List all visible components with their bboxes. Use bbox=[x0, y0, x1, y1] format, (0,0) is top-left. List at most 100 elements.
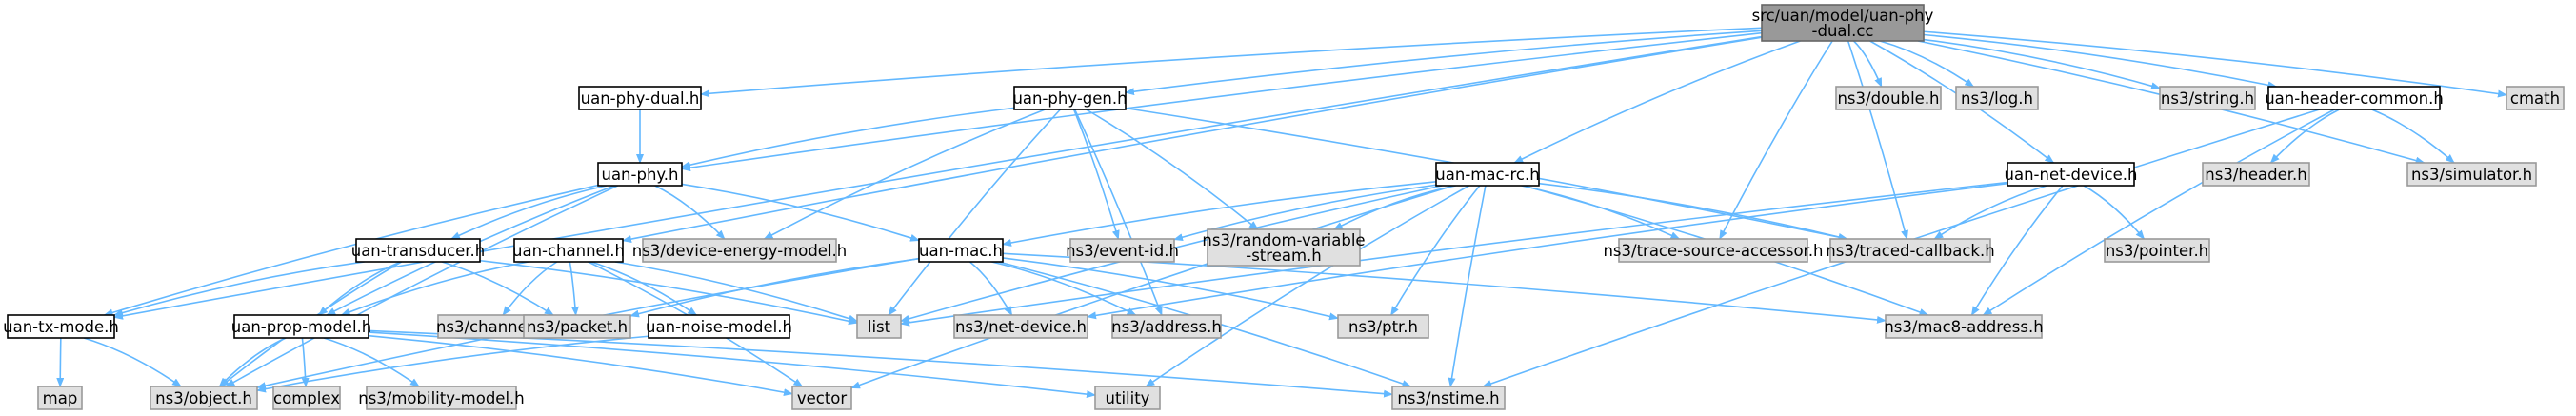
node-map: map bbox=[37, 386, 83, 410]
node-ns3-mobility: ns3/mobility-model.h bbox=[358, 386, 525, 410]
edge-uan-phy-to-uan-tx-mode bbox=[103, 184, 599, 317]
node-uan-noise-model[interactable]: uan-noise-model.h bbox=[646, 314, 792, 339]
node-uan-phy-gen[interactable]: uan-phy-gen.h bbox=[1012, 86, 1128, 110]
node-label: list bbox=[868, 318, 891, 336]
edge-uan-net-device-to-list bbox=[900, 181, 2008, 327]
node-label: ns3/nstime.h bbox=[1397, 389, 1499, 407]
edge-uan-prop-model-to-ns3-nstime bbox=[368, 329, 1393, 398]
node-uan-phy[interactable]: uan-phy.h bbox=[597, 162, 683, 187]
edge-uan-phy-to-uan-transducer bbox=[450, 185, 608, 240]
edge-uan-prop-model-to-ns3-mobility bbox=[323, 337, 420, 387]
edge-root-to-uan-header-common bbox=[1923, 33, 2278, 89]
edge-uan-phy-gen-to-list bbox=[888, 109, 1062, 316]
node-box bbox=[1761, 4, 1925, 42]
node-label: uan-phy.h bbox=[601, 166, 678, 184]
edge-uan-prop-model-to-utility bbox=[368, 331, 1096, 399]
node-ns3-simulator: ns3/simulator.h bbox=[2406, 162, 2537, 187]
node-box bbox=[2506, 86, 2565, 110]
node-ns3-packet: ns3/packet.h bbox=[523, 314, 631, 339]
node-box bbox=[918, 238, 1004, 263]
node-label: -dual.cc bbox=[1812, 22, 1874, 40]
node-label: uan-phy-gen.h bbox=[1012, 89, 1127, 108]
node-ns3-traced-cb: ns3/traced-callback.h bbox=[1826, 238, 1995, 263]
node-utility: utility bbox=[1094, 386, 1161, 410]
node-ns3-random-var: ns3/random-variable-stream.h bbox=[1202, 228, 1366, 267]
node-label: uan-noise-model.h bbox=[646, 318, 792, 336]
edge-uan-mac-rc-to-vector bbox=[850, 185, 1454, 389]
node-label: uan-mac.h bbox=[919, 242, 1003, 260]
node-box bbox=[7, 314, 115, 339]
nodes-layer: src/uan/model/uan-phy-dual.cc uan-phy-dua… bbox=[3, 4, 2565, 410]
node-label: ns3/random-variable bbox=[1202, 231, 1365, 249]
node-box bbox=[37, 386, 83, 410]
edge-root-to-uan-tx-mode bbox=[113, 35, 1763, 320]
edge-uan-mac-to-ns3-net-device bbox=[968, 261, 1013, 316]
node-vector: vector bbox=[791, 386, 852, 410]
node-uan-mac-rc[interactable]: uan-mac-rc.h bbox=[1435, 162, 1540, 187]
node-uan-phy-dual[interactable]: uan-phy-dual.h bbox=[578, 86, 702, 110]
node-label: uan-header-common.h bbox=[2265, 89, 2444, 108]
node-box bbox=[1435, 162, 1540, 187]
node-ns3-double: ns3/double.h bbox=[1835, 86, 1942, 110]
edge-uan-net-device-to-ns3-pointer bbox=[2083, 185, 2146, 240]
node-box bbox=[523, 314, 631, 339]
node-box bbox=[642, 238, 837, 263]
node-uan-channel[interactable]: uan-channel.h bbox=[512, 238, 625, 263]
edge-uan-mac-to-ns3-address bbox=[991, 261, 1137, 316]
node-box bbox=[366, 386, 517, 410]
node-label: ns3/pointer.h bbox=[2106, 242, 2208, 260]
edge-root-to-ns3-traced-cb bbox=[1847, 40, 1908, 240]
node-ns3-ptr: ns3/ptr.h bbox=[1337, 314, 1429, 339]
node-box bbox=[1829, 238, 1991, 263]
node-box bbox=[355, 238, 481, 263]
edge-uan-transducer-to-ns3-packet bbox=[441, 261, 554, 316]
node-uan-transducer[interactable]: uan-transducer.h bbox=[351, 238, 486, 263]
edge-uan-mac-rc-to-ns3-nstime bbox=[1448, 185, 1487, 387]
node-label: ns3/object.h bbox=[155, 389, 252, 407]
node-label: ns3/ptr.h bbox=[1348, 318, 1418, 336]
edge-root-to-ns3-string bbox=[1923, 38, 2161, 90]
edge-uan-phy-gen-to-uan-phy bbox=[681, 107, 1015, 169]
edge-uan-tx-mode-to-ns3-object bbox=[83, 337, 182, 387]
node-box bbox=[1885, 314, 2043, 339]
node-uan-net-device[interactable]: uan-net-device.h bbox=[2005, 162, 2138, 187]
node-label: map bbox=[43, 389, 78, 407]
edge-root-to-uan-phy-dual bbox=[700, 27, 1763, 98]
edge-root-to-cmath bbox=[1923, 30, 2507, 98]
node-ns3-net-device: ns3/net-device.h bbox=[953, 314, 1088, 339]
node-label: ns3/event-id.h bbox=[1066, 242, 1179, 260]
node-ns3-nstime: ns3/nstime.h bbox=[1391, 386, 1506, 410]
node-label: cmath bbox=[2510, 89, 2560, 108]
node-box bbox=[597, 162, 683, 187]
node-box bbox=[856, 314, 902, 339]
node-label: uan-transducer.h bbox=[351, 242, 486, 260]
node-label: -stream.h bbox=[1246, 247, 1321, 265]
node-root[interactable]: src/uan/model/uan-phy-dual.cc bbox=[1752, 4, 1934, 42]
node-uan-header-common[interactable]: uan-header-common.h bbox=[2265, 86, 2444, 110]
node-label: uan-channel.h bbox=[512, 242, 625, 260]
edge-root-to-ns3-double bbox=[1852, 40, 1883, 88]
node-label: ns3/double.h bbox=[1837, 89, 1939, 108]
edge-uan-channel-to-ns3-packet bbox=[569, 261, 579, 316]
node-box bbox=[513, 238, 624, 263]
edge-uan-mac-to-ns3-packet bbox=[629, 257, 920, 318]
node-box bbox=[1337, 314, 1429, 339]
edge-uan-transducer-to-list bbox=[479, 259, 858, 326]
node-ns3-log: ns3/log.h bbox=[1955, 86, 2039, 110]
node-ns3-object: ns3/object.h bbox=[150, 386, 258, 410]
node-box bbox=[150, 386, 258, 410]
node-uan-prop-model[interactable]: uan-prop-model.h bbox=[231, 314, 371, 339]
edge-uan-channel-to-uan-noise-model bbox=[590, 261, 698, 316]
node-box bbox=[1955, 86, 2039, 110]
node-ns3-event-id: ns3/event-id.h bbox=[1066, 238, 1179, 263]
node-uan-tx-mode[interactable]: uan-tx-mode.h bbox=[3, 314, 119, 339]
node-ns3-header: ns3/header.h bbox=[2202, 162, 2310, 187]
edge-uan-header-common-to-ns3-mac8 bbox=[1982, 109, 2335, 316]
edge-uan-tx-mode-to-map bbox=[56, 337, 65, 387]
node-uan-mac[interactable]: uan-mac.h bbox=[918, 238, 1004, 263]
node-ns3-trace-source: ns3/trace-source-accessor.h bbox=[1603, 238, 1824, 263]
edge-uan-phy-gen-to-ns3-event-id bbox=[1072, 109, 1120, 240]
node-box bbox=[578, 86, 702, 110]
node-box bbox=[2104, 238, 2210, 263]
